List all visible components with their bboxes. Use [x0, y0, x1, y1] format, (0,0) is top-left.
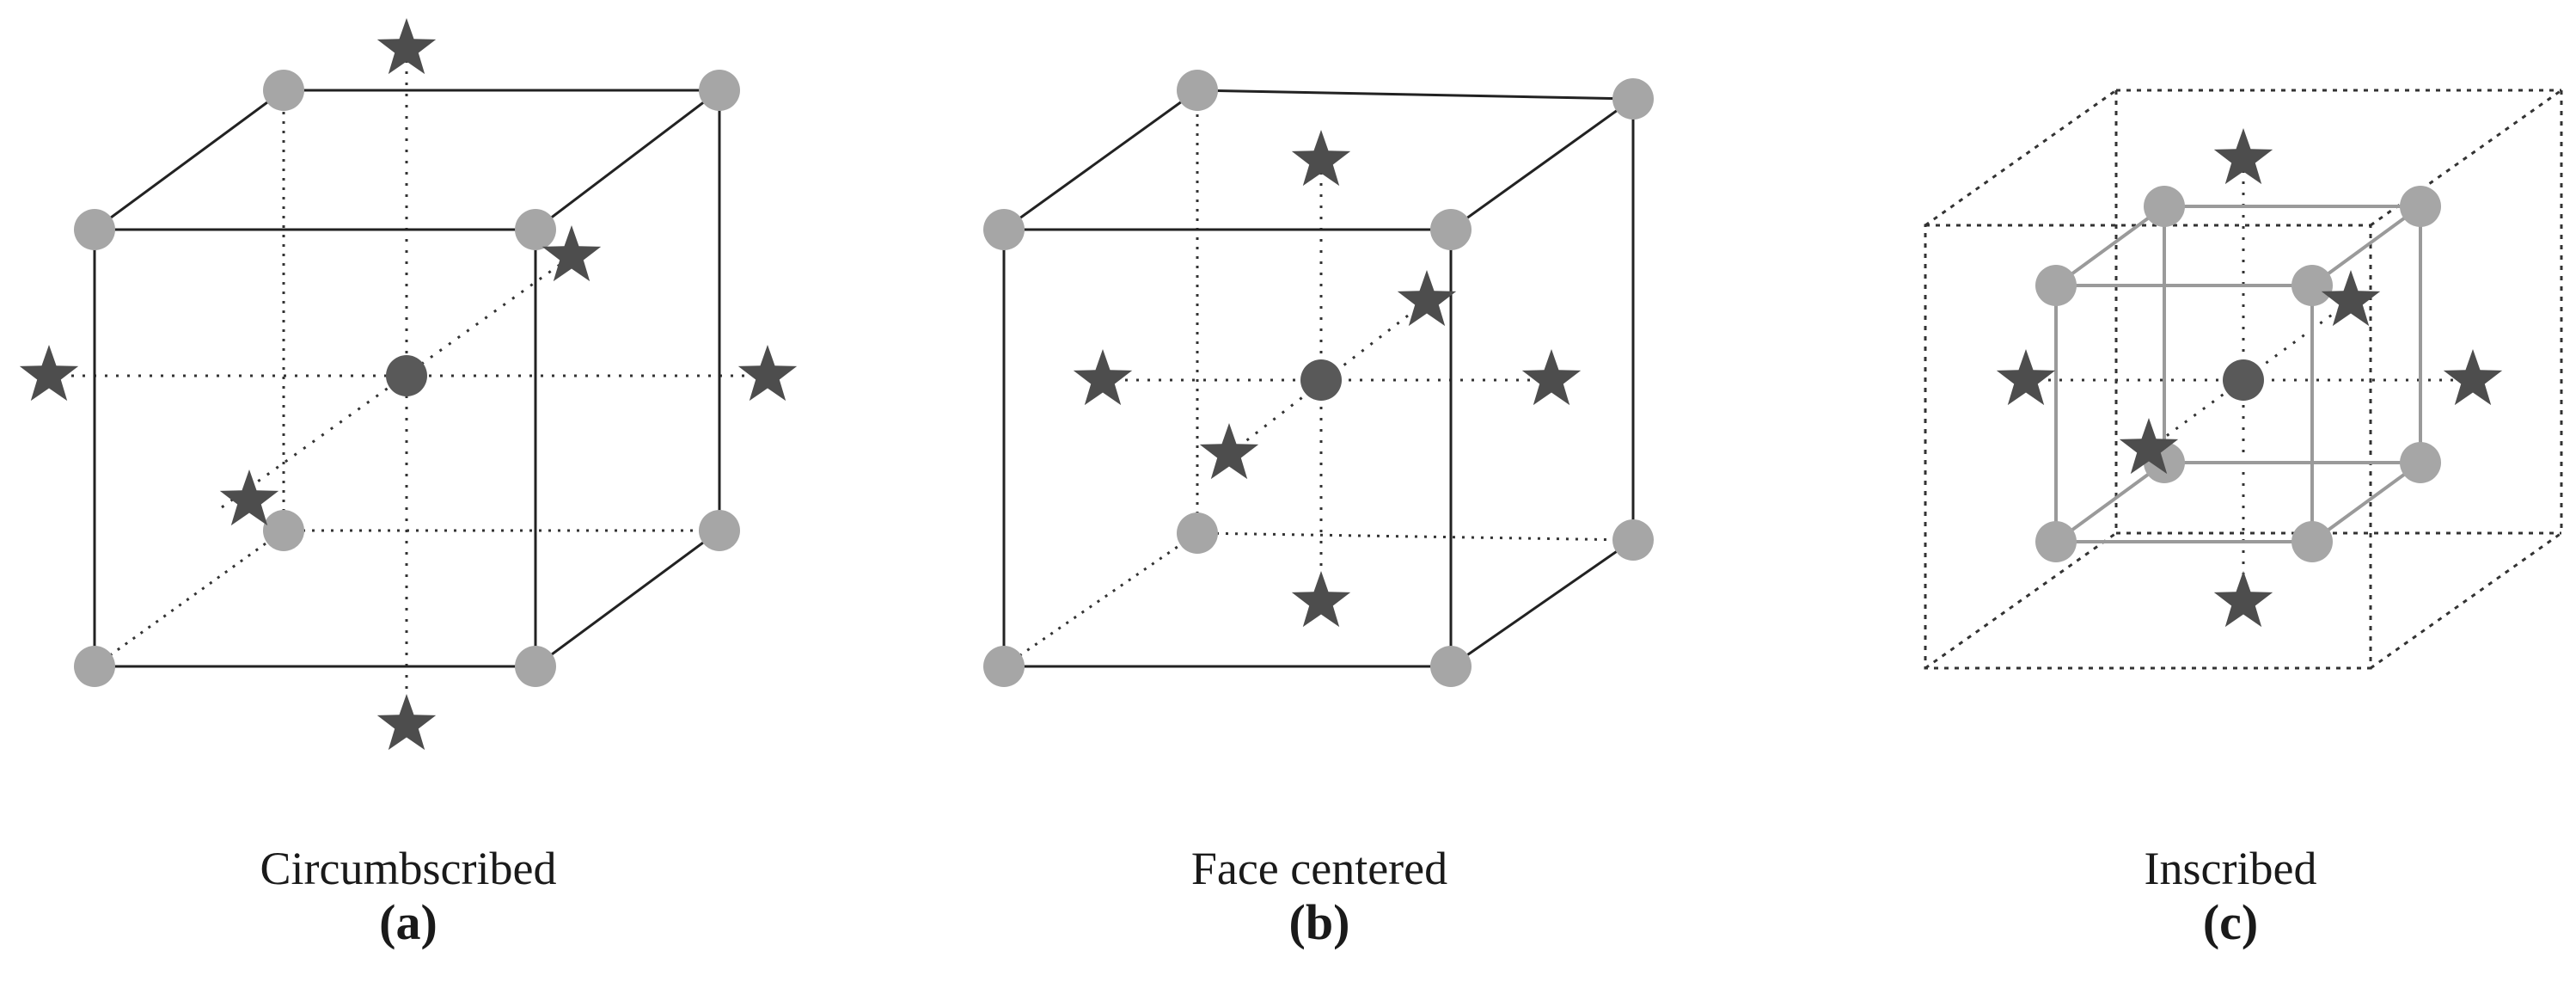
panel-a-name: Circumbscribed	[260, 843, 557, 894]
corner-points	[983, 70, 1654, 687]
corner-points	[2035, 186, 2441, 562]
corner-points	[74, 70, 740, 687]
hidden-edges	[94, 90, 719, 668]
caption-panel-a: Circumbscribed (a)	[107, 843, 709, 951]
inner-cube	[2054, 205, 2422, 543]
panel-face-centered	[983, 70, 1654, 687]
center-point	[386, 355, 427, 396]
center-point	[1300, 359, 1342, 401]
panel-c-letter: (c)	[2202, 894, 2259, 950]
panel-circumscribed	[19, 18, 798, 751]
panel-inscribed	[1924, 89, 2563, 670]
panel-c-name: Inscribed	[2144, 843, 2317, 894]
center-point	[2223, 359, 2264, 401]
caption-panel-b: Face centered (b)	[1019, 843, 1620, 951]
cube-edges	[93, 89, 721, 668]
panel-a-letter: (a)	[379, 894, 437, 950]
outer-cube	[1924, 89, 2563, 670]
hidden-edges	[1003, 90, 1634, 668]
panel-b-name: Face centered	[1190, 843, 1448, 894]
panel-b-letter: (b)	[1288, 894, 1350, 950]
caption-panel-c: Inscribed (c)	[1930, 843, 2531, 951]
cube-edges	[1002, 89, 1635, 668]
